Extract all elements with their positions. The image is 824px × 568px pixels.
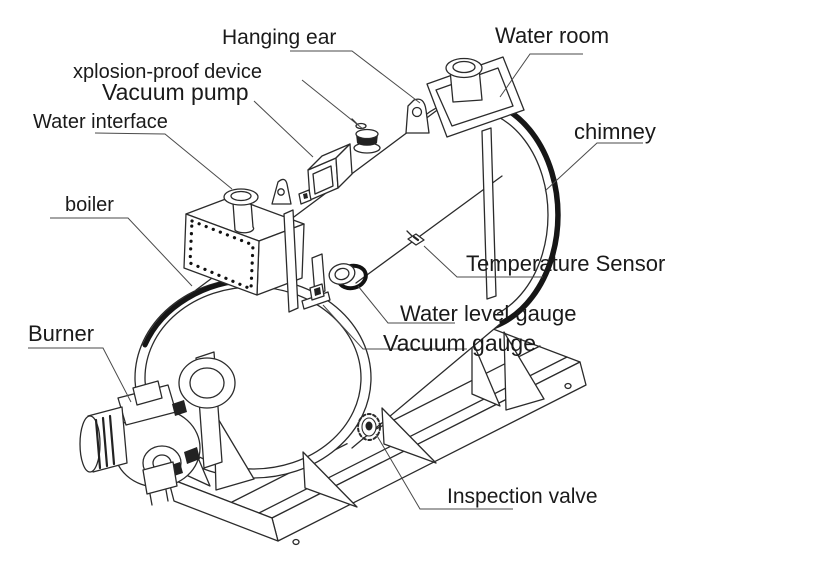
label-water-room: Water room — [495, 23, 609, 48]
label-hanging-ear: Hanging ear — [222, 26, 336, 49]
inspection-valve — [357, 413, 381, 441]
leader-vacuum-gauge — [322, 304, 467, 350]
leader-boiler — [50, 217, 193, 287]
burner-assembly — [79, 351, 236, 506]
leader-water-interface — [94, 132, 233, 190]
label-xplosion-proof-device: xplosion-proof device — [73, 61, 262, 83]
leader-inspection-valve — [375, 433, 513, 510]
vacuum-pump-box — [298, 143, 353, 205]
hanging-ear-front — [271, 178, 292, 205]
label-temperature-sensor: Temperature Sensor — [466, 251, 665, 276]
labels-layer: Hanging ear Water room xplosion-proof devi… — [28, 23, 665, 510]
chimney-nozzle — [445, 57, 483, 103]
leader-temperature-sensor — [423, 245, 543, 278]
temperature-sensor-fitting — [406, 230, 425, 246]
leader-water-room — [499, 53, 583, 98]
label-vacuum-gauge: Vacuum gauge — [383, 330, 536, 356]
water-interface-flange — [223, 188, 259, 234]
leader-water-level-gauge — [357, 285, 455, 324]
frame-bolt-hole — [292, 538, 300, 546]
water-room-frame — [426, 56, 525, 300]
vacuum-gauge-fitting — [301, 283, 331, 310]
leader-xplosion-proof-device — [301, 79, 364, 130]
label-water-interface: Water interface — [33, 111, 168, 133]
hanging-ear-rear — [405, 98, 430, 134]
leader-chimney — [544, 142, 643, 192]
label-water-level-gauge: Water level gauge — [400, 301, 577, 326]
leader-burner — [28, 347, 132, 403]
burner-motor — [79, 406, 128, 473]
label-vacuum-pump: Vacuum pump — [102, 79, 249, 105]
label-inspection-valve: Inspection valve — [447, 485, 598, 508]
label-chimney: chimney — [574, 119, 656, 144]
frame-bolt-hole — [564, 382, 572, 390]
water-level-gauge-fitting — [328, 263, 368, 291]
bolt-dots — [188, 219, 255, 291]
label-burner: Burner — [28, 321, 94, 346]
water-interface-assembly — [183, 188, 326, 313]
leader-hanging-ear — [290, 50, 421, 104]
label-boiler: boiler — [65, 194, 114, 216]
leader-vacuum-pump — [253, 100, 314, 158]
explosion-proof-device — [351, 118, 381, 154]
